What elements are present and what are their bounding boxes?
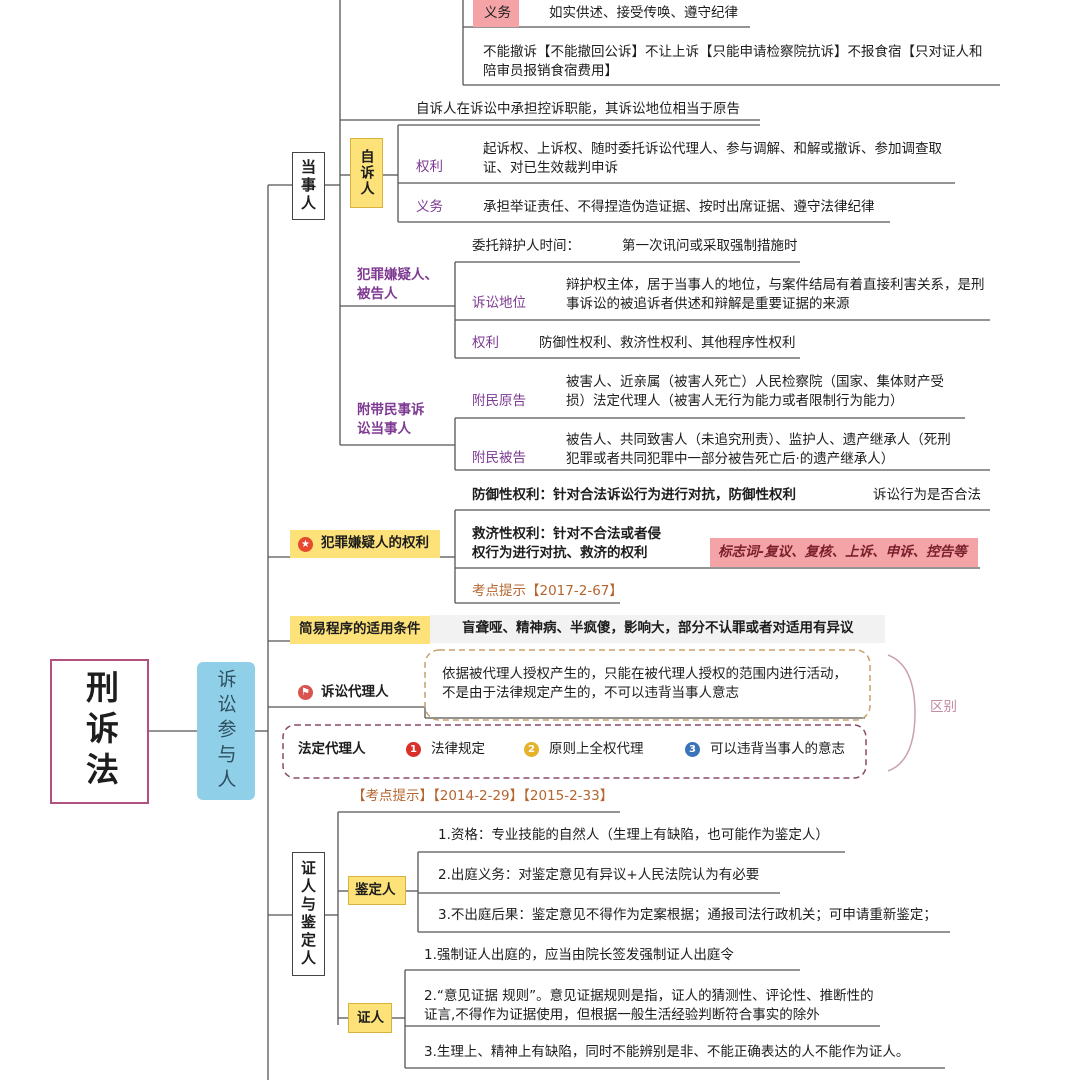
suspect-entrust-text: 第一次讯问或采取强制措施时 xyxy=(622,238,798,254)
prosecutor-duty-text: 承担举证责任、不得捏造伪造证据、按时出席证据、遵守法律纪律 xyxy=(483,199,875,215)
defense-rights-note: 诉讼行为是否合法 xyxy=(873,487,981,503)
victim-restrict-text: 不能撤诉【不能撤回公诉】不让上诉【只能申请检察院抗诉】不报食宿【只对证人和陪审员… xyxy=(483,44,983,79)
legal-rep-item-1: 法律规定 xyxy=(431,741,485,757)
witness-expert-label: 证人与鉴定人 xyxy=(299,860,317,968)
flag-icon: ⚑ xyxy=(298,685,313,700)
suspect-rights-label: 权利 xyxy=(472,335,499,351)
suspect-status-label: 诉讼地位 xyxy=(472,295,526,311)
relief-keywords: 标志词-复议、复核、上诉、申诉、控告等 xyxy=(718,544,967,560)
prosecutor-label: 自诉人 xyxy=(358,149,375,197)
relief-keywords-tag: 标志词-复议、复核、上诉、申诉、控告等 xyxy=(710,538,978,567)
root-label: 刑诉法 xyxy=(80,670,120,793)
victim-duty-label: 义务 xyxy=(484,5,511,21)
suspect-status-text: 辩护权主体，居于当事人的地位，与案件结局有着直接利害关系，是刑事诉讼的被追诉者供… xyxy=(566,277,985,312)
witness-label: 证人 xyxy=(357,1010,384,1026)
expert-item-1: 1.资格：专业技能的自然人（生理上有缺陷，也可能作为鉴定人） xyxy=(438,827,829,843)
hub-node: 诉讼参与人 xyxy=(197,662,255,800)
hub-label: 诉讼参与人 xyxy=(214,668,237,794)
witness-item-1: 1.强制证人出庭的，应当由院长签发强制证人出庭令 xyxy=(424,947,734,963)
expert-item-2: 2.出庭义务：对鉴定意见有异议+人民法院认为有必要 xyxy=(438,867,760,883)
suspect-rights-text: 防御性权利、救济性权利、其他程序性权利 xyxy=(539,335,796,351)
simplified-label: 简易程序的适用条件 xyxy=(299,621,421,637)
party-node: 当事人 xyxy=(292,152,325,220)
simplified-text-bg: 盲聋哑、精神病、半疯傻，影响大，部分不认罪或者对适用有异议 xyxy=(430,615,885,643)
victim-duty-text: 如实供述、接受传唤、遵守纪律 xyxy=(549,5,738,21)
prosecutor-rights-label: 权利 xyxy=(416,159,443,175)
suspect-rights-node: ★ 犯罪嫌疑人的权利 xyxy=(290,530,440,558)
root-node: 刑诉法 xyxy=(50,659,149,804)
agent-label: 诉讼代理人 xyxy=(321,684,389,700)
suspect-rights-exam-hint: 考点提示【2017-2-67】 xyxy=(472,583,623,599)
civil-plaintiff-label: 附民原告 xyxy=(472,393,526,409)
prosecutor-intro: 自诉人在诉讼中承担控诉职能，其诉讼地位相当于原告 xyxy=(416,101,740,117)
prosecutor-rights-text: 起诉权、上诉权、随时委托诉讼代理人、参与调解、和解或撤诉、参加调查取证、对已生效… xyxy=(483,141,942,176)
legal-rep-num-1: 1 xyxy=(406,742,421,757)
victim-duty-tag xyxy=(473,0,519,27)
suspect-rights-label: 犯罪嫌疑人的权利 xyxy=(321,535,429,551)
simplified-node: 简易程序的适用条件 xyxy=(290,616,430,644)
legal-rep-num-3: 3 xyxy=(685,742,700,757)
defense-rights-text: 防御性权利：针对合法诉讼行为进行对抗，防御性权利 xyxy=(472,487,796,503)
star-icon: ★ xyxy=(298,537,313,552)
suspect-entrust-label: 委托辩护人时间： xyxy=(472,238,580,254)
difference-label: 区别 xyxy=(930,699,957,715)
expert-label: 鉴定人 xyxy=(355,882,396,898)
witness-node: 证人 xyxy=(348,1003,392,1033)
civil-label: 附带民事诉讼当事人 xyxy=(357,402,425,437)
party-label: 当事人 xyxy=(299,159,317,213)
witness-expert-exam-hint: 【考点提示】【2014-2-29】【2015-2-33】 xyxy=(352,788,614,804)
agent-text: 依据被代理人授权产生的，只能在被代理人授权的范围内进行活动，不是由于法律规定产生… xyxy=(442,666,847,701)
prosecutor-duty-label: 义务 xyxy=(416,199,443,215)
simplified-text: 盲聋哑、精神病、半疯傻，影响大，部分不认罪或者对适用有异议 xyxy=(462,620,854,636)
relief-rights-text: 救济性权利：针对不合法或者侵权行为进行对抗、救济的权利 xyxy=(472,526,661,561)
witness-item-2: 2.“意见证据 规则”。意见证据规则是指，证人的猜测性、评论性、推断性的证言,不… xyxy=(424,988,874,1023)
expert-node: 鉴定人 xyxy=(348,876,406,905)
civil-plaintiff-text: 被害人、近亲属（被害人死亡）人民检察院（国家、集体财产受损）法定代理人（被害人无… xyxy=(566,374,944,409)
prosecutor-node: 自诉人 xyxy=(350,138,383,208)
legal-rep-item-2: 原则上全权代理 xyxy=(549,741,644,757)
witness-item-3: 3.生理上、精神上有缺陷，同时不能辨别是非、不能正确表达的人不能作为证人。 xyxy=(424,1044,910,1060)
civil-defendant-text: 被告人、共同致害人（未追究刑责）、监护人、遗产继承人（死刑犯罪或者共同犯罪中一部… xyxy=(566,432,951,467)
civil-defendant-label: 附民被告 xyxy=(472,450,526,466)
suspect-label: 犯罪嫌疑人、被告人 xyxy=(357,267,438,302)
legal-rep-num-2: 2 xyxy=(524,742,539,757)
legal-rep-item-3: 可以违背当事人的意志 xyxy=(710,741,845,757)
legal-rep-label: 法定代理人 xyxy=(298,741,366,757)
expert-item-3: 3.不出庭后果：鉴定意见不得作为定案根据；通报司法行政机关；可申请重新鉴定； xyxy=(438,907,937,923)
witness-expert-node: 证人与鉴定人 xyxy=(292,852,325,976)
